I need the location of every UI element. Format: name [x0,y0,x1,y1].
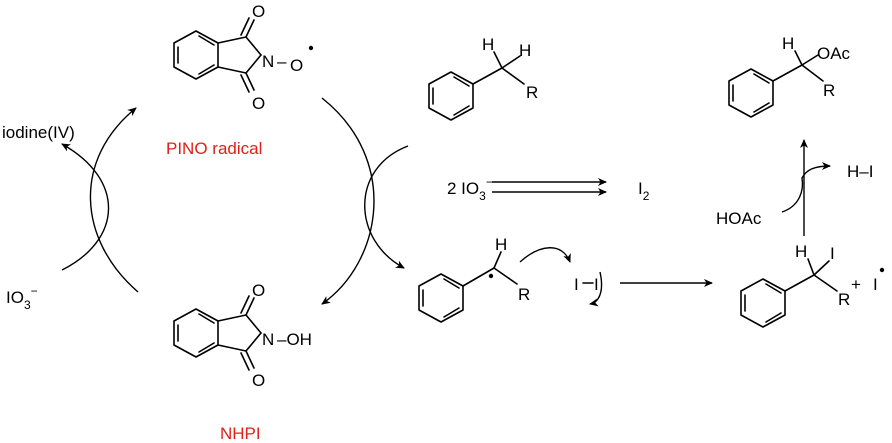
substrate-r: R [526,83,538,102]
pino-dash: – [277,52,287,71]
substrate-h1: H [482,35,494,54]
i2-right-atom: I [594,275,599,294]
iodate-left-label: IO3− [6,284,38,312]
iodine-i2-label: I2 [638,179,650,203]
nhpi-nitrogen: N [262,330,274,349]
iodide-h: H [795,242,807,261]
two-iodate-label: 2 IO3− [447,175,493,203]
pino-radical-structure [173,17,262,93]
benzyl-radical-structure [418,251,518,323]
radical-dot [308,45,314,51]
substrate-to-radical-arrow [364,145,409,269]
iodide-r: R [838,290,850,309]
svg-text:2 IO3−: 2 IO3− [447,175,493,203]
iodine-iv-label: iodine(IV) [2,123,75,142]
radical-r: R [518,285,530,304]
pino-radical-label: PINO radical [166,139,262,158]
svg-text:IO3−: IO3− [6,284,38,312]
nhpi-hydroxyl: –OH [277,330,312,349]
i2-left-atom: I [574,275,579,294]
product-r: R [823,81,835,100]
hoac-label: HOAc [716,209,762,228]
radical-h: H [495,235,507,254]
pino-nitrogen: N [262,52,274,71]
plus-sign: + [851,275,861,294]
nhpi-label: NHPI [220,424,261,443]
benzyl-acetate-structure [728,50,824,118]
nhpi-to-pino-arrow [89,107,139,293]
pino-carbonyl-o-bottom: O [252,94,265,113]
pino-to-nhpi-arrow [321,97,375,305]
iodine-radical: I [873,275,878,294]
product-oac: OAc [817,44,851,63]
nhpi-carbonyl-o-bottom: O [252,371,265,390]
hi-label: H–I [847,162,873,181]
toluene-substrate [428,51,525,121]
nhpi-structure [173,295,262,371]
nhpi-carbonyl-o-top: O [252,281,265,300]
benzyl-iodide-structure [740,258,838,328]
iodine-radical-dot [879,267,885,273]
iodate-to-iodine-arrow [61,143,110,271]
substrate-h2: H [519,41,531,60]
product-h: H [782,34,794,53]
iodide-i: I [830,244,835,263]
hoac-to-hi-arrow [781,162,831,213]
svg-text:I2: I2 [638,179,650,203]
benzyl-radical-dot [488,273,494,279]
pino-carbonyl-o-top: O [252,2,265,21]
fishhook-arrow [589,271,603,307]
electron-push-arrow [519,247,571,263]
pino-oxygen-radical: O [290,56,303,75]
